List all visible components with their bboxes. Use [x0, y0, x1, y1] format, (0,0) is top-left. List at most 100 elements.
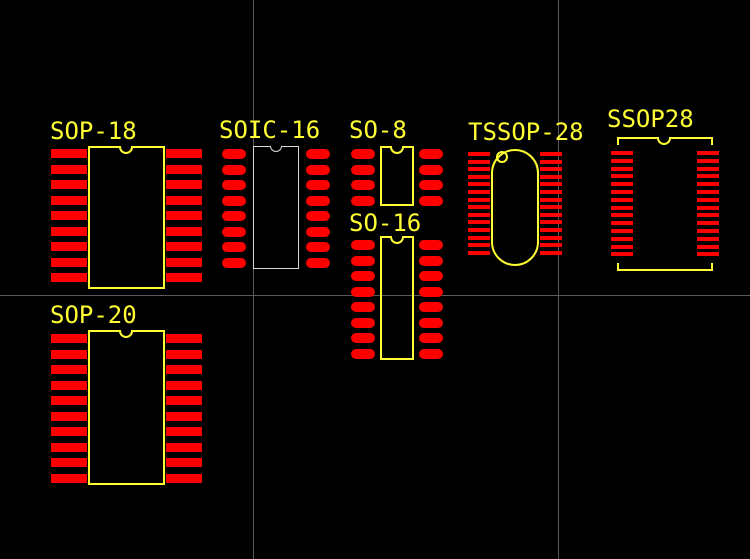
smd-pad	[419, 271, 443, 281]
smd-pad	[222, 195, 246, 206]
smd-pad	[51, 396, 87, 405]
smd-pad	[51, 349, 87, 359]
smd-pad	[222, 226, 246, 237]
smd-pad	[166, 411, 202, 421]
smd-pad	[611, 252, 633, 257]
smd-pad	[540, 235, 562, 240]
smd-pad	[306, 257, 330, 268]
smd-pad	[51, 226, 87, 236]
smd-pad	[51, 242, 87, 251]
smd-pad	[611, 197, 633, 202]
component-outline	[253, 146, 299, 269]
smd-pad	[166, 380, 202, 390]
smd-pad	[419, 240, 443, 250]
smd-pad	[166, 365, 202, 374]
smd-pad	[697, 166, 719, 171]
smd-pad	[166, 427, 202, 436]
smd-pad	[540, 190, 562, 194]
smd-pad	[222, 164, 246, 175]
smd-pad	[351, 317, 375, 328]
smd-pad	[51, 195, 87, 205]
smd-pad	[697, 236, 719, 241]
grid-line-horizontal-1	[0, 295, 750, 296]
smd-pad	[51, 273, 87, 282]
footprint-label: TSSOP-28	[468, 118, 584, 146]
grid-line-vertical-2	[558, 0, 559, 559]
pin1-notch	[390, 236, 404, 244]
smd-pad	[222, 242, 246, 252]
footprint-label: SOIC-16	[219, 116, 321, 144]
smd-pad	[222, 180, 246, 190]
smd-pad	[351, 149, 375, 159]
smd-pad	[697, 190, 719, 194]
smd-pad	[419, 317, 443, 328]
smd-pad	[611, 244, 633, 249]
smd-pad	[166, 334, 202, 343]
smd-pad	[351, 180, 375, 190]
smd-pad	[166, 458, 202, 467]
footprint-label: SSOP28	[607, 105, 694, 133]
smd-pad	[51, 334, 87, 343]
smd-pad	[611, 158, 633, 163]
smd-pad	[51, 365, 87, 374]
smd-pad	[540, 228, 562, 232]
smd-pad	[468, 235, 490, 240]
smd-pad	[697, 182, 719, 187]
smd-pad	[306, 242, 330, 252]
footprint-label: SO-16	[349, 209, 422, 237]
footprint-label: SO-8	[349, 116, 407, 144]
smd-pad	[419, 180, 443, 190]
smd-pad	[697, 151, 719, 155]
smd-pad	[468, 197, 490, 202]
smd-pad	[611, 229, 633, 233]
smd-pad	[51, 380, 87, 390]
smd-pad	[351, 348, 375, 359]
smd-pad	[540, 197, 562, 202]
smd-pad	[222, 257, 246, 268]
smd-pad	[540, 159, 562, 164]
component-outline	[380, 236, 414, 360]
smd-pad	[419, 164, 443, 175]
smd-pad	[166, 349, 202, 359]
smd-pad	[166, 242, 202, 251]
smd-pad	[468, 174, 490, 179]
smd-pad	[468, 205, 490, 210]
smd-pad	[222, 211, 246, 221]
smd-pad	[419, 255, 443, 266]
smd-pad	[222, 149, 246, 159]
smd-pad	[697, 158, 719, 163]
smd-pad	[351, 271, 375, 281]
pin1-marker	[496, 151, 508, 163]
smd-pad	[540, 182, 562, 187]
smd-pad	[351, 255, 375, 266]
footprint-label: SOP-18	[50, 117, 137, 145]
smd-pad	[468, 250, 490, 255]
smd-pad	[697, 229, 719, 233]
smd-pad	[351, 302, 375, 312]
footprint-label: SOP-20	[50, 301, 137, 329]
smd-pad	[419, 286, 443, 297]
smd-pad	[697, 213, 719, 218]
component-outline	[88, 330, 165, 485]
smd-pad	[468, 159, 490, 164]
smd-pad	[540, 167, 562, 172]
smd-pad	[611, 174, 633, 179]
smd-pad	[351, 286, 375, 297]
smd-pad	[351, 164, 375, 175]
smd-pad	[468, 190, 490, 194]
outline-bottom	[617, 263, 713, 271]
smd-pad	[540, 220, 562, 225]
smd-pad	[611, 213, 633, 218]
smd-pad	[697, 197, 719, 202]
smd-pad	[166, 226, 202, 236]
smd-pad	[166, 396, 202, 405]
smd-pad	[51, 180, 87, 189]
smd-pad	[166, 164, 202, 174]
smd-pad	[166, 180, 202, 189]
smd-pad	[166, 195, 202, 205]
smd-pad	[697, 174, 719, 179]
smd-pad	[468, 182, 490, 187]
smd-pad	[611, 221, 633, 226]
smd-pad	[166, 149, 202, 158]
